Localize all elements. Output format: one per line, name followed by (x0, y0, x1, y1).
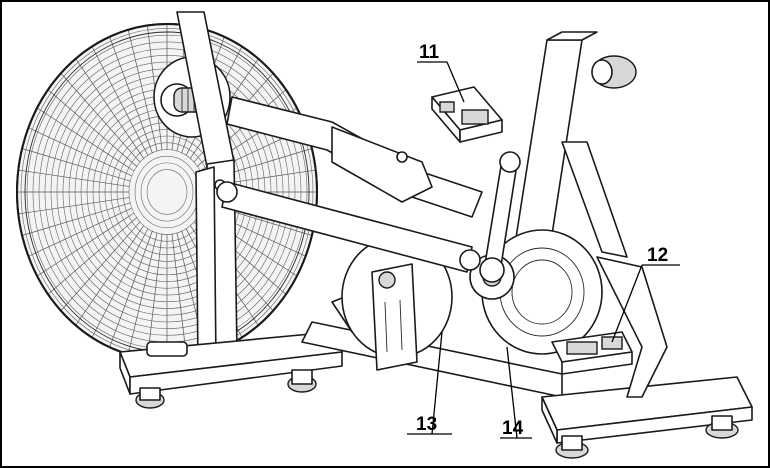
fan-wheel (16, 23, 318, 361)
crank-arm (479, 151, 521, 283)
front-fork (176, 11, 238, 365)
moving-arm (216, 181, 481, 273)
callout-11: 11 (419, 42, 440, 63)
pedal-12 (551, 331, 633, 375)
brake-bracket (371, 263, 418, 371)
pedal-11 (431, 86, 503, 143)
callout-leaders (407, 61, 680, 439)
front-stabilizer (119, 331, 343, 409)
callout-14: 14 (502, 418, 524, 439)
adjustment-knob (591, 55, 637, 89)
callout-13: 13 (416, 414, 437, 435)
callout-12: 12 (647, 245, 668, 266)
handlebar-arm (226, 96, 483, 218)
rear-stabilizer (541, 376, 753, 459)
